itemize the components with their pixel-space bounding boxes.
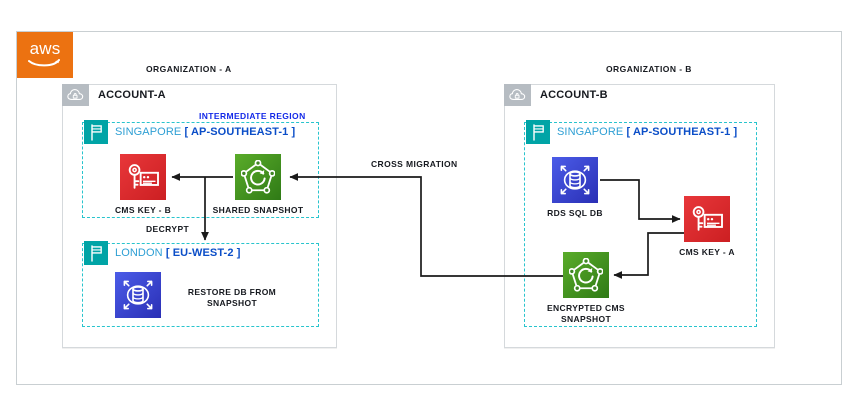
account-a-name: ACCOUNT-A <box>98 89 166 101</box>
node-cms-key-a[interactable]: CMS KEY - A <box>679 196 735 257</box>
db-snapshot-icon <box>563 252 609 298</box>
cross-migration-edge-label: CROSS MIGRATION <box>371 159 458 169</box>
account-b-name: ACCOUNT-B <box>540 89 608 101</box>
organization-b-title: ORGANIZATION - B <box>606 64 692 74</box>
node-shared-snapshot[interactable]: SHARED SNAPSHOT <box>213 154 303 215</box>
account-b-header: ACCOUNT-B <box>504 84 608 106</box>
organization-a-title: ORGANIZATION - A <box>146 64 232 74</box>
node-restore-db-label: RESTORE DB FROM SNAPSHOT <box>187 287 277 308</box>
region-b-singapore-code: [ AP-SOUTHEAST-1 ] <box>626 126 738 138</box>
kms-key-icon <box>120 154 166 200</box>
region-a-london-header: LONDON [ EU-WEST-2 ] <box>84 241 240 265</box>
region-b-singapore-header: SINGAPORE [ AP-SOUTHEAST-1 ] <box>526 120 737 144</box>
node-encrypted-snapshot[interactable]: ENCRYPTED CMS SNAPSHOT <box>547 252 625 324</box>
node-rds-sql-db[interactable]: RDS SQL DB <box>547 157 603 218</box>
intermediate-region-tag: INTERMEDIATE REGION <box>199 111 306 121</box>
node-cms-key-a-label: CMS KEY - A <box>679 247 735 257</box>
region-a-singapore-box <box>82 122 319 218</box>
region-a-singapore-label: SINGAPORE [ AP-SOUTHEAST-1 ] <box>115 126 295 138</box>
aws-logo: aws <box>17 32 73 78</box>
rds-db-icon <box>552 157 598 203</box>
region-a-singapore-code: [ AP-SOUTHEAST-1 ] <box>184 126 296 138</box>
node-rds-sql-db-label: RDS SQL DB <box>547 208 603 218</box>
region-a-london-label: LONDON [ EU-WEST-2 ] <box>115 247 240 259</box>
node-encrypted-snapshot-label: ENCRYPTED CMS SNAPSHOT <box>547 303 625 324</box>
cloud-lock-icon <box>62 84 89 106</box>
region-a-singapore-header: SINGAPORE [ AP-SOUTHEAST-1 ] <box>84 120 295 144</box>
node-restore-db[interactable] <box>115 272 161 318</box>
region-a-singapore-city: SINGAPORE <box>115 126 182 138</box>
account-a-header: ACCOUNT-A <box>62 84 166 106</box>
aws-smile-icon <box>28 59 60 67</box>
node-shared-snapshot-label: SHARED SNAPSHOT <box>212 205 304 215</box>
aws-logo-text: aws <box>29 39 61 58</box>
node-cms-key-b[interactable]: CMS KEY - B <box>115 154 171 215</box>
rds-db-icon <box>115 272 161 318</box>
region-a-london-code: [ EU-WEST-2 ] <box>165 247 241 259</box>
region-flag-icon <box>84 120 108 144</box>
region-b-singapore-city: SINGAPORE <box>557 126 624 138</box>
region-flag-icon <box>526 120 550 144</box>
region-b-singapore-label: SINGAPORE [ AP-SOUTHEAST-1 ] <box>557 126 737 138</box>
kms-key-icon <box>684 196 730 242</box>
region-flag-icon <box>84 241 108 265</box>
node-cms-key-b-label: CMS KEY - B <box>114 205 172 215</box>
region-a-london-box <box>82 243 319 327</box>
cloud-lock-icon <box>504 84 531 106</box>
region-a-london-city: LONDON <box>115 247 163 259</box>
db-snapshot-icon <box>235 154 281 200</box>
decrypt-edge-label: DECRYPT <box>146 224 190 234</box>
